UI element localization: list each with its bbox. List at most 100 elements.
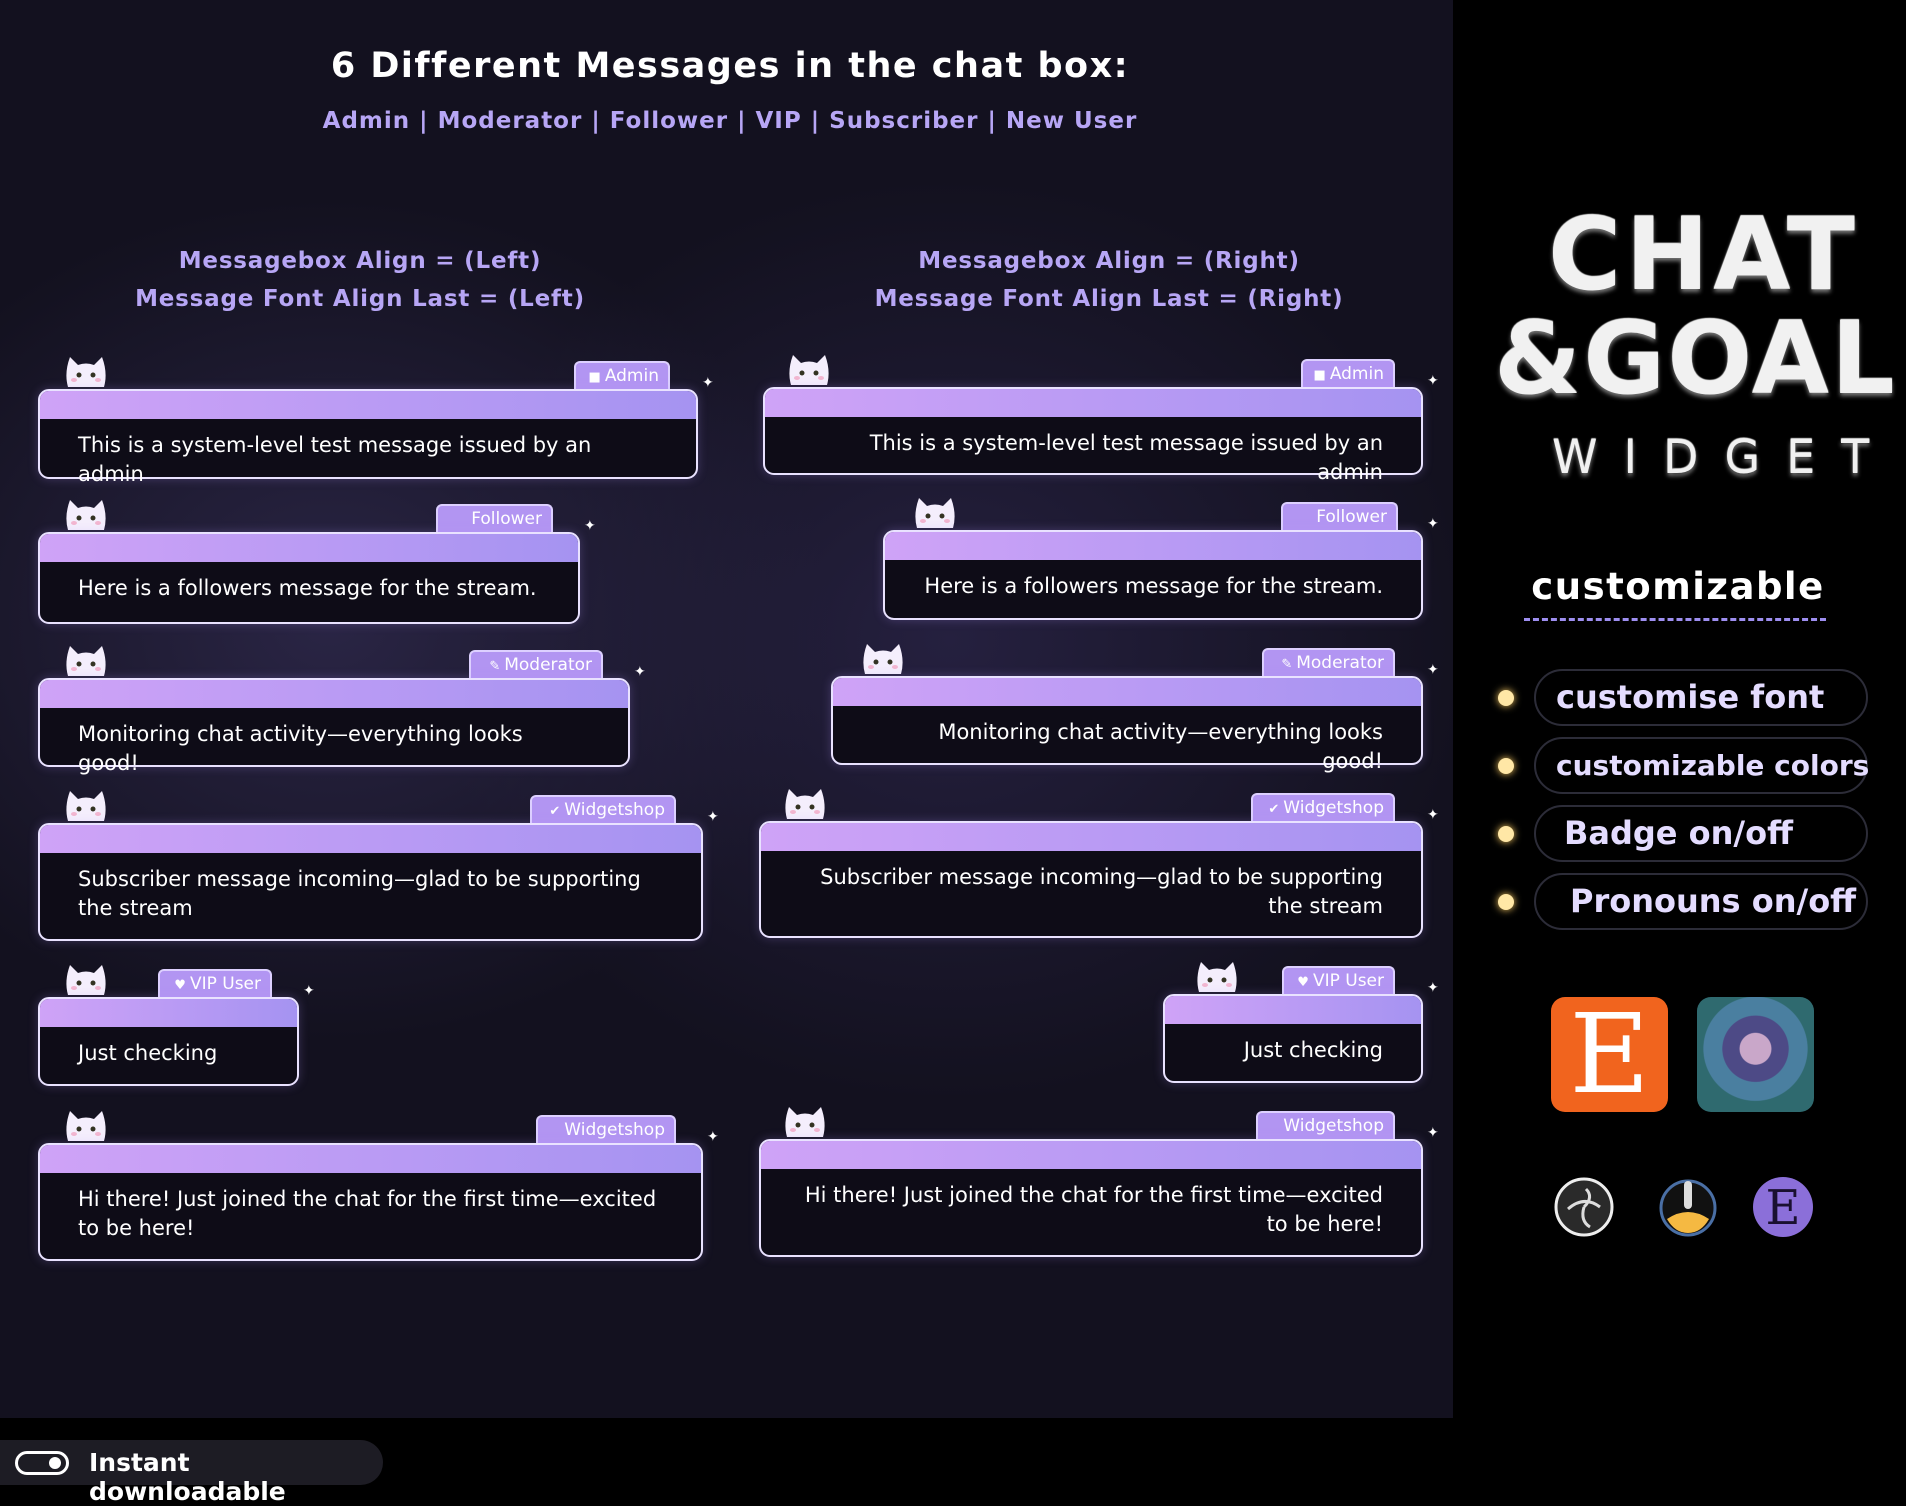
cat-avatar-icon <box>1193 958 1241 994</box>
cat-avatar-icon <box>859 640 907 676</box>
check-circle-icon: ✔ <box>549 804 561 819</box>
obs-icon[interactable] <box>1554 1177 1614 1237</box>
message-header-bar <box>885 532 1421 560</box>
rocket-icon[interactable] <box>1657 1175 1719 1237</box>
brand-goal: &GOAL <box>1494 300 1897 417</box>
badge-label: VIP User <box>189 974 261 994</box>
font-align-line: Message Font Align Last = (Right) <box>874 286 1344 312</box>
sparkle-icon: ✦ <box>584 518 596 534</box>
message-text: Subscriber message incoming—glad to be s… <box>820 865 1383 918</box>
chat-message-card: Subscriber message incoming—glad to be s… <box>38 823 703 941</box>
message-header-bar <box>40 999 297 1027</box>
message-text: Here is a followers message for the stre… <box>78 576 537 600</box>
font-align-line: Message Font Align Last = (Left) <box>135 286 585 312</box>
role-badge: ■Admin <box>1301 359 1395 389</box>
left-column-heading: Messagebox Align = (Left) Message Font A… <box>10 242 710 318</box>
cat-avatar-icon <box>911 494 959 530</box>
message-header-bar <box>40 680 628 708</box>
cat-avatar-icon <box>781 785 829 821</box>
chat-message-card: Just checking <box>38 997 299 1086</box>
align-line: Messagebox Align = (Left) <box>178 248 542 274</box>
sparkle-icon: ✦ <box>1427 1125 1439 1141</box>
role-badge: Widgetshop <box>536 1115 676 1145</box>
badge-label: Moderator <box>1296 653 1384 673</box>
badge-label: Follower <box>1316 507 1387 527</box>
sword-icon: ✎ <box>1281 657 1293 672</box>
dashed-divider <box>1524 618 1826 621</box>
brand-widget: WIDGET <box>1552 430 1896 484</box>
chat-message-card: Just checking <box>1163 994 1423 1083</box>
bullet-icon <box>1498 690 1514 706</box>
role-badge: Follower <box>1281 502 1398 532</box>
sword-icon: ✎ <box>489 659 501 674</box>
customizable-heading: customizable <box>1531 565 1825 608</box>
heart-icon: ♥ <box>1297 975 1309 990</box>
message-header-bar <box>761 823 1421 851</box>
cat-avatar-icon <box>785 351 833 387</box>
message-text: Monitoring chat activity—everything look… <box>78 722 523 775</box>
toggle-switch-icon <box>15 1451 69 1475</box>
camera-icon: ■ <box>588 370 601 385</box>
chat-message-card: Here is a followers message for the stre… <box>883 530 1423 620</box>
message-types-subtitle: Admin | Moderator | Follower | VIP | Sub… <box>322 108 1138 134</box>
sparkle-icon: ✦ <box>1427 516 1439 532</box>
cat-avatar-icon <box>62 787 110 823</box>
badge-label: Moderator <box>504 655 592 675</box>
cat-avatar-icon <box>62 961 110 997</box>
svg-text:E: E <box>1765 1180 1800 1236</box>
sparkle-icon: ✦ <box>1427 807 1439 823</box>
feature-custom-colors: customizable colors <box>1534 737 1869 794</box>
sparkle-icon: ✦ <box>1427 980 1439 996</box>
chat-message-card: Subscriber message incoming—glad to be s… <box>759 821 1423 938</box>
chat-message-card: Hi there! Just joined the chat for the f… <box>38 1143 703 1261</box>
sparkle-icon: ✦ <box>1427 662 1439 678</box>
etsy-circle-icon[interactable]: E <box>1753 1177 1813 1237</box>
chat-message-card: Here is a followers message for the stre… <box>38 532 580 624</box>
message-header-bar <box>833 678 1421 706</box>
role-badge: ✎Moderator <box>469 650 603 680</box>
message-header-bar <box>40 825 701 853</box>
badge-label: Admin <box>1329 364 1384 384</box>
message-header-bar <box>1165 996 1421 1024</box>
badge-label: Widgetshop <box>564 800 665 820</box>
chat-message-card: Monitoring chat activity—everything look… <box>831 676 1423 773</box>
chat-message-card: Hi there! Just joined the chat for the f… <box>759 1139 1423 1257</box>
page-title: 6 Different Messages in the chat box: <box>330 46 1130 86</box>
role-badge: ♥VIP User <box>158 969 272 999</box>
shop-avatar-icon[interactable] <box>1697 997 1814 1112</box>
cat-avatar-icon <box>62 642 110 678</box>
chat-message-card: This is a system-level test message issu… <box>38 389 698 486</box>
role-badge: ✔Widgetshop <box>1251 793 1395 823</box>
sparkle-icon: ✦ <box>707 1129 719 1145</box>
role-badge: Widgetshop <box>1256 1111 1395 1141</box>
bullet-icon <box>1498 826 1514 842</box>
message-header-bar <box>40 534 578 562</box>
badge-label: Follower <box>471 509 542 529</box>
message-text: Just checking <box>78 1041 218 1065</box>
message-text: Here is a followers message for the stre… <box>924 574 1383 598</box>
camera-icon: ■ <box>1313 368 1326 383</box>
bullet-icon <box>1498 758 1514 774</box>
feature-pronouns-toggle: Pronouns on/off <box>1534 873 1868 930</box>
badge-label: Widgetshop <box>1283 1116 1384 1136</box>
cat-avatar-icon <box>781 1103 829 1139</box>
role-badge: ✎Moderator <box>1262 648 1395 678</box>
badge-label: Widgetshop <box>564 1120 665 1140</box>
badge-label: VIP User <box>1312 971 1384 991</box>
chat-message-card: This is a system-level test message issu… <box>763 387 1423 484</box>
brand-chat: CHAT <box>1548 196 1859 313</box>
sparkle-icon: ✦ <box>303 983 315 999</box>
sparkle-icon: ✦ <box>634 664 646 680</box>
align-line: Messagebox Align = (Right) <box>918 248 1300 274</box>
role-badge: Follower <box>436 504 553 534</box>
message-text: Hi there! Just joined the chat for the f… <box>804 1183 1383 1236</box>
message-header-bar <box>761 1141 1421 1169</box>
feature-badge-toggle: Badge on/off <box>1534 805 1868 862</box>
etsy-logo-icon[interactable]: E <box>1551 997 1668 1112</box>
message-text: This is a system-level test message issu… <box>78 433 592 486</box>
badge-label: Admin <box>604 366 659 386</box>
feature-customise-font: customise font <box>1534 669 1868 726</box>
role-badge: ♥VIP User <box>1282 966 1395 996</box>
right-column-heading: Messagebox Align = (Right) Message Font … <box>759 242 1459 318</box>
check-circle-icon: ✔ <box>1268 802 1280 817</box>
